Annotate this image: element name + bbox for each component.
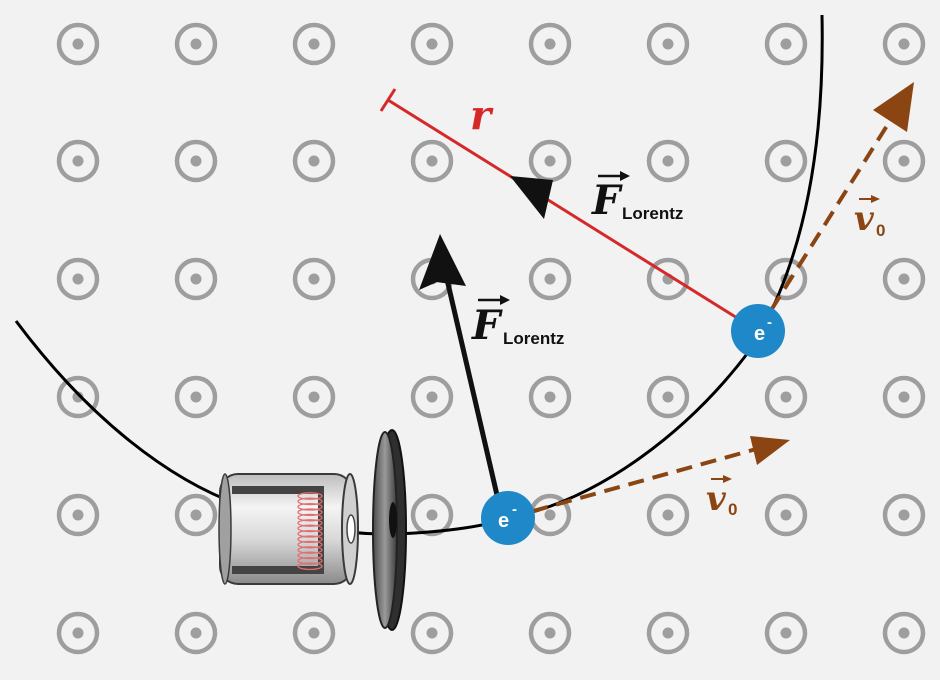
- field-out-of-page-icon: [56, 139, 100, 183]
- field-out-of-page-icon: [410, 139, 454, 183]
- electron-trajectory: [14, 14, 824, 536]
- force-symbol: F: [591, 177, 623, 224]
- field-out-of-page-icon: [174, 257, 218, 301]
- field-out-of-page-icon: [528, 22, 572, 66]
- field-out-of-page-icon: [646, 493, 690, 537]
- field-out-of-page-icon: [410, 22, 454, 66]
- electron-gun-icon: [218, 473, 359, 585]
- electron-label: e: [754, 323, 765, 345]
- velocity-subscript: 0: [876, 221, 885, 240]
- electron-bottom: e -: [481, 491, 535, 545]
- field-out-of-page-icon: [528, 375, 572, 419]
- field-out-of-page-icon: [882, 257, 926, 301]
- field-out-of-page-icon: [56, 22, 100, 66]
- field-out-of-page-icon: [646, 22, 690, 66]
- field-out-of-page-icon: [56, 493, 100, 537]
- velocity-subscript: 0: [728, 500, 737, 519]
- field-out-of-page-icon: [292, 375, 336, 419]
- anode-plate-icon: [372, 429, 407, 631]
- field-out-of-page-icon: [764, 22, 808, 66]
- field-out-of-page-icon: [646, 139, 690, 183]
- field-out-of-page-icon: [292, 139, 336, 183]
- field-out-of-page-icon: [882, 139, 926, 183]
- field-out-of-page-icon: [646, 611, 690, 655]
- electron-label: e: [498, 510, 509, 532]
- field-out-of-page-icon: [764, 611, 808, 655]
- field-out-of-page-icon: [764, 375, 808, 419]
- velocity-symbol: v: [706, 479, 727, 519]
- force-symbol: F: [471, 302, 503, 349]
- field-out-of-page-icon: [292, 611, 336, 655]
- field-out-of-page-icon: [174, 22, 218, 66]
- field-out-of-page-icon: [646, 375, 690, 419]
- lorentz-force-arrow-top: [510, 176, 553, 219]
- field-out-of-page-icon: [764, 139, 808, 183]
- heating-coil-icon: [297, 492, 323, 571]
- field-out-of-page-icon: [56, 257, 100, 301]
- field-out-of-page-icon: [174, 611, 218, 655]
- field-out-of-page-icon: [528, 611, 572, 655]
- field-out-of-page-icon: [56, 375, 100, 419]
- lorentz-force-arrow-bottom: [419, 234, 503, 509]
- field-out-of-page-icon: [174, 375, 218, 419]
- field-out-of-page-icon: [528, 257, 572, 301]
- field-out-of-page-icon: [882, 493, 926, 537]
- field-out-of-page-icon: [528, 139, 572, 183]
- force-subscript: Lorentz: [622, 204, 683, 223]
- radius-label: r: [470, 92, 494, 139]
- field-out-of-page-icon: [882, 611, 926, 655]
- force-subscript: Lorentz: [503, 329, 564, 348]
- field-out-of-page-icon: [174, 139, 218, 183]
- velocity-arrow-top: [756, 82, 914, 333]
- velocity-arrow-bottom: [507, 436, 790, 520]
- force-label-top: F Lorentz: [591, 171, 683, 224]
- electron-top: e -: [731, 304, 785, 358]
- field-out-of-page-icon: [410, 375, 454, 419]
- velocity-symbol: v: [854, 199, 875, 239]
- field-out-of-page-icon: [764, 493, 808, 537]
- velocity-label-bottom: v 0: [706, 475, 737, 519]
- field-out-of-page-icon: [410, 493, 454, 537]
- radius-line: [379, 88, 768, 341]
- electron-charge: -: [512, 501, 517, 518]
- field-out-of-page-icon: [882, 22, 926, 66]
- field-out-of-page-icon: [174, 493, 218, 537]
- field-out-of-page-icon: [882, 375, 926, 419]
- field-out-of-page-icon: [292, 22, 336, 66]
- electron-charge: -: [767, 314, 772, 331]
- field-out-of-page-icon: [292, 257, 336, 301]
- velocity-label-top: v 0: [854, 195, 885, 240]
- field-out-of-page-icon: [56, 611, 100, 655]
- field-out-of-page-icon: [410, 611, 454, 655]
- force-label-bottom: F Lorentz: [471, 295, 564, 349]
